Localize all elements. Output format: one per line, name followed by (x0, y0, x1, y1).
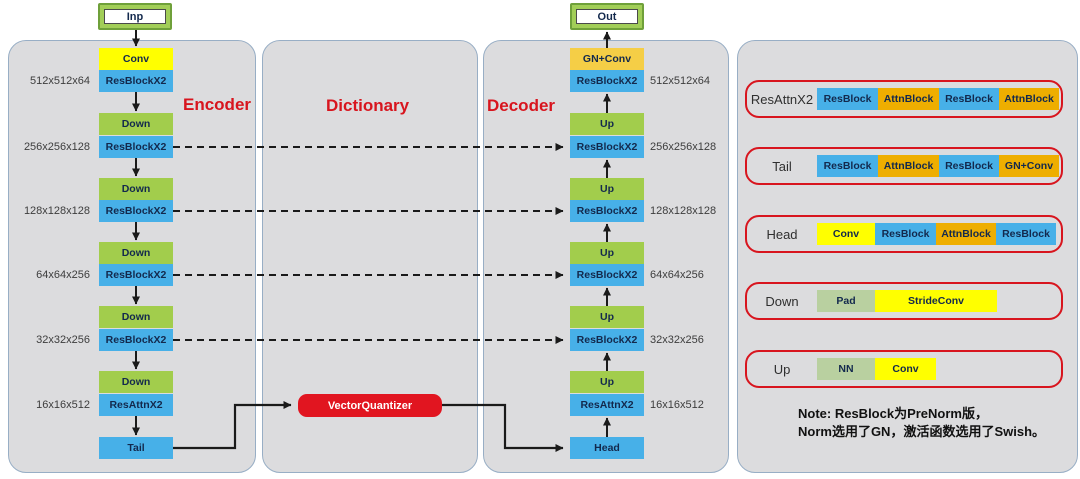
legend-block-attnblock: AttnBlock (878, 88, 939, 110)
decoder-block-up: Up (570, 306, 644, 328)
decoder-block-resblockx2: ResBlockX2 (570, 264, 644, 286)
legend-row-label: Tail (772, 158, 792, 174)
decoder-block-resblockx2: ResBlockX2 (570, 136, 644, 158)
output-node: Out (570, 3, 644, 30)
legend-row-label: Up (773, 361, 791, 377)
legend-block-nn: NN (817, 358, 875, 380)
decoder-dim-label: 16x16x512 (650, 399, 704, 411)
encoder-block-down: Down (99, 306, 173, 328)
note-text: Note: ResBlock为PreNorm版， Norm选用了GN，激活函数选… (798, 405, 1045, 441)
encoder-block-down: Down (99, 178, 173, 200)
decoder-block-resblockx2: ResBlockX2 (570, 200, 644, 222)
decoder-dim-label: 32x32x256 (650, 334, 704, 346)
encoder-block-conv: Conv (99, 48, 173, 70)
legend-block-attnblock: AttnBlock (936, 223, 996, 245)
encoder-block-resblockx2: ResBlockX2 (99, 136, 173, 158)
encoder-block-down: Down (99, 242, 173, 264)
legend-block-resblock: ResBlock (939, 88, 999, 110)
encoder-dim-label: 64x64x256 (36, 269, 90, 281)
decoder-dim-label: 512x512x64 (650, 75, 710, 87)
output-label: Out (576, 9, 638, 24)
legend-row-label: Head (766, 226, 798, 242)
legend-panel (737, 40, 1078, 473)
encoder-block-resblockx2: ResBlockX2 (99, 70, 173, 92)
decoder-block-gn+conv: GN+Conv (570, 48, 644, 70)
dictionary-title: Dictionary (326, 96, 410, 115)
encoder-block-resblockx2: ResBlockX2 (99, 329, 173, 351)
decoder-block-up: Up (570, 178, 644, 200)
input-node: Inp (98, 3, 172, 30)
legend-block-resblock: ResBlock (939, 155, 999, 177)
legend-block-conv: Conv (817, 223, 875, 245)
legend-block-gn+conv: GN+Conv (999, 155, 1059, 177)
decoder-dim-label: 128x128x128 (650, 205, 717, 217)
legend-block-resblock: ResBlock (817, 155, 878, 177)
legend-block-resblock: ResBlock (817, 88, 878, 110)
encoder-block-resblockx2: ResBlockX2 (99, 264, 173, 286)
decoder-block-up: Up (570, 371, 644, 393)
decoder-dim-label: 64x64x256 (650, 269, 704, 281)
decoder-title: Decoder (487, 96, 556, 115)
note-line-1: Note: ResBlock为PreNorm版， (798, 406, 988, 421)
note-line-2: Norm选用了GN，激活函数选用了Swish。 (798, 424, 1046, 439)
encoder-dim-label: 32x32x256 (36, 334, 90, 346)
legend-block-strideconv: StrideConv (875, 290, 997, 312)
legend-row-label: ResAttnX2 (750, 91, 814, 107)
encoder-dim-label: 256x256x128 (23, 141, 90, 153)
decoder-block-resattnx2: ResAttnX2 (570, 394, 644, 416)
legend-block-resblock: ResBlock (996, 223, 1056, 245)
decoder-block-up: Up (570, 113, 644, 135)
encoder-block-down: Down (99, 371, 173, 393)
encoder-dim-label: 128x128x128 (23, 205, 90, 217)
encoder-dim-label: 512x512x64 (30, 75, 90, 87)
encoder-dim-label: 16x16x512 (36, 399, 90, 411)
encoder-block-resattnx2: ResAttnX2 (99, 394, 173, 416)
encoder-title: Encoder (183, 95, 252, 114)
legend-block-conv: Conv (875, 358, 936, 380)
vector-quantizer-block: VectorQuantizer (298, 394, 442, 417)
legend-block-attnblock: AttnBlock (878, 155, 939, 177)
decoder-dim-label: 256x256x128 (650, 141, 717, 153)
encoder-block-resblockx2: ResBlockX2 (99, 200, 173, 222)
decoder-block-head: Head (570, 437, 644, 459)
legend-row-label: Down (765, 293, 799, 309)
input-label: Inp (104, 9, 166, 24)
legend-block-pad: Pad (817, 290, 875, 312)
decoder-block-resblockx2: ResBlockX2 (570, 329, 644, 351)
legend-block-attnblock: AttnBlock (999, 88, 1059, 110)
decoder-block-resblockx2: ResBlockX2 (570, 70, 644, 92)
encoder-block-tail: Tail (99, 437, 173, 459)
legend-block-resblock: ResBlock (875, 223, 936, 245)
encoder-block-down: Down (99, 113, 173, 135)
decoder-block-up: Up (570, 242, 644, 264)
